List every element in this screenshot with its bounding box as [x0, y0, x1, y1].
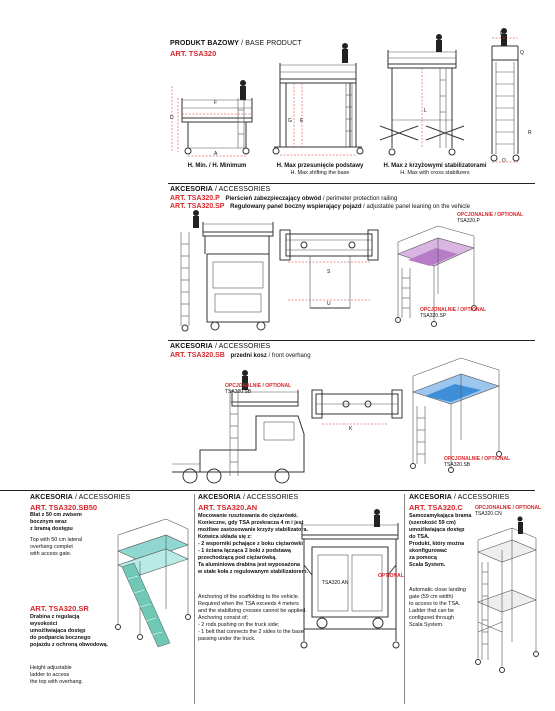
acc1-optional-p: OPCJONALNIE / OPTIONAL TSA320.P [457, 212, 524, 224]
col2-title: AKCESORIA / ACCESSORIES [198, 494, 299, 501]
dim-label-e: E [300, 118, 304, 124]
dim-label-q: Q [520, 50, 524, 56]
col2-en: Anchoring of the scaffolding to the vehi… [198, 594, 307, 642]
base-figure-side [490, 28, 520, 163]
base-figure-hmin [171, 80, 253, 157]
col1-pl-sr: Drabina z regulacją wysokości umożliwiaj… [30, 614, 109, 648]
dim-label-g: G [288, 118, 292, 124]
divider-3 [0, 490, 535, 491]
dim-label-d: D [170, 115, 174, 121]
col3-optional: OPCJONALNIE / OPTIONAL TSA320.CN [475, 505, 542, 517]
acc2-optional-sb-1: OPCJONALNIE / OPTIONAL TSA320.SB [225, 383, 292, 395]
base-figure-shifting [272, 43, 364, 156]
acc1-item-p: ART. TSA320.P Pierścień zabezpieczający … [170, 195, 398, 202]
col3-title: AKCESORIA / ACCESSORIES [409, 494, 510, 501]
acc1-top-view-figure [279, 229, 379, 309]
col3-art: ART. TSA320.C [409, 503, 463, 512]
acc2-top-view-figure [311, 389, 403, 425]
caption-hmin: H. Min. / H. Minimum [187, 163, 247, 169]
acc2-optional-sb-2: OPCJONALNIE / OPTIONAL TSA320.SB [444, 456, 511, 468]
base-title: PRODUKT BAZOWY / BASE PRODUCT [170, 40, 302, 47]
col1-en-sr: Height adjustable ladder to access the t… [30, 665, 84, 685]
col1-art-sb50: ART. TSA320.SB50 [30, 503, 98, 512]
col3-pl: Samozamykająca brama (szerokość 59 cm) u… [409, 513, 472, 568]
dim-label-o: O [502, 158, 506, 164]
divider-col-2 [404, 494, 405, 704]
divider-1 [168, 183, 535, 184]
acc1-3d-figure [395, 225, 477, 327]
col2-art: ART. TSA320.AN [198, 503, 258, 512]
col2-code: TSA320.AN [322, 580, 349, 586]
divider-col-1 [194, 494, 195, 704]
dim-label-k: K [349, 426, 353, 432]
dim-label-a: A [214, 151, 218, 157]
dim-label-f: F [214, 100, 218, 106]
acc1-optional-sp: OPCJONALNIE / OPTIONAL TSA320.SP [420, 307, 487, 319]
acc2-truck-side-figure [172, 370, 305, 484]
dim-label-s: S [327, 269, 331, 275]
col3-gate-figure [475, 516, 539, 673]
dim-label-l: L [424, 108, 427, 114]
base-figure-cross [379, 34, 465, 156]
base-art-code: ART. TSA320 [170, 49, 217, 58]
col3-en: Automatic close landing gate (59 cm widt… [409, 587, 466, 628]
col2-optional: OPTIONAL [378, 573, 404, 579]
acc2-3d-figure [410, 357, 502, 473]
acc2-title: AKCESORIA / ACCESSORIES [170, 343, 271, 350]
col1-art-sr: ART. TSA320.SR [30, 604, 89, 613]
acc1-item-sp: ART. TSA320.SP Regulowany panel boczny w… [170, 203, 470, 210]
col1-en-sb50: Top with 50 cm lateral overhang complet … [30, 537, 83, 557]
col1-pl-sb50: Blat z 50 cm zwisem bocznym wraz z bramą… [30, 512, 82, 532]
caption-cross: H. Max z krzyżowymi stabilizatorami H. M… [383, 163, 487, 176]
dim-label-r: R [528, 130, 532, 136]
dim-label-u: U [327, 301, 331, 307]
caption-shifting: H. Max przesunięcie podstawy H. Max shif… [276, 163, 364, 176]
col1-title: AKCESORIA / ACCESSORIES [30, 494, 131, 501]
divider-2 [168, 340, 535, 341]
col2-anchor-figure [300, 509, 400, 649]
dim-label-p: P [500, 31, 504, 37]
acc2-item-sb: ART. TSA320.SB przedni kosz / front over… [170, 352, 311, 359]
acc1-truck-front-figure [180, 210, 274, 332]
acc1-title: AKCESORIA / ACCESSORIES [170, 186, 271, 193]
col1-tower-figure [115, 518, 191, 648]
col2-pl: Mocowanie rusztowania do ciężarówki. Kon… [198, 513, 308, 575]
